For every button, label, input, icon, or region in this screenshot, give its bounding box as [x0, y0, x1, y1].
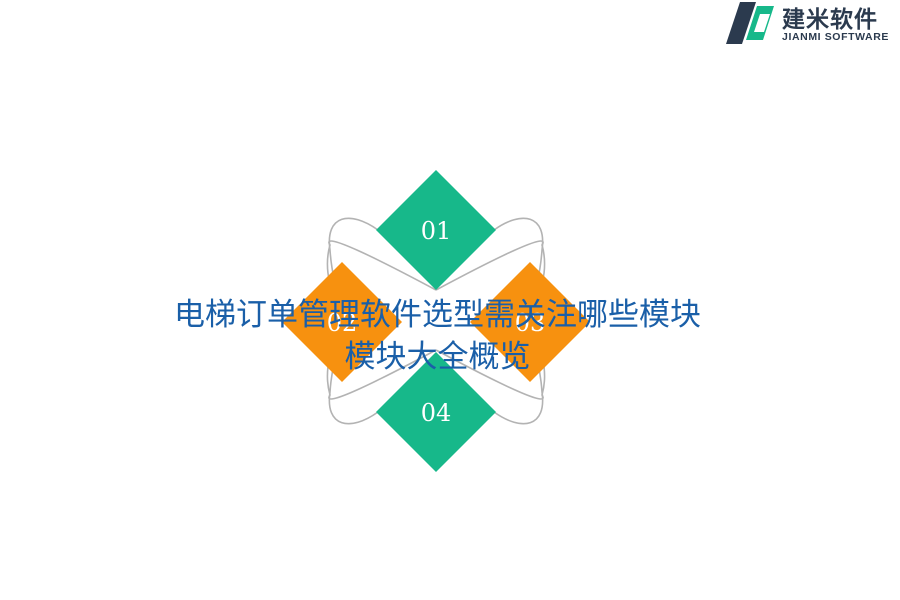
diamond-item-04: 04 [376, 352, 496, 472]
logo-name-en: JIANMI SOFTWARE [782, 31, 890, 43]
diamond-item-01: 01 [376, 170, 496, 290]
slide-title: 电梯订单管理软件选型需关注哪些模块 模块大全概览 [100, 294, 775, 378]
diamond-label-01: 01 [421, 217, 452, 245]
company-logo: 建米软件 JIANMI SOFTWARE [726, 0, 900, 48]
diamond-item-03: 03 [470, 262, 590, 382]
slide-title-line-1: 电梯订单管理软件选型需关注哪些模块 [174, 297, 701, 333]
diamond-item-02: 02 [282, 262, 402, 382]
logo-name-cn: 建米软件 [782, 7, 878, 33]
diamond-label-03: 03 [515, 309, 546, 337]
jianmi-logo-icon [726, 2, 774, 44]
slide-title-line-2: 模块大全概览 [344, 339, 531, 375]
diamond-label-02: 02 [327, 309, 358, 337]
diamond-label-04: 04 [421, 399, 452, 427]
